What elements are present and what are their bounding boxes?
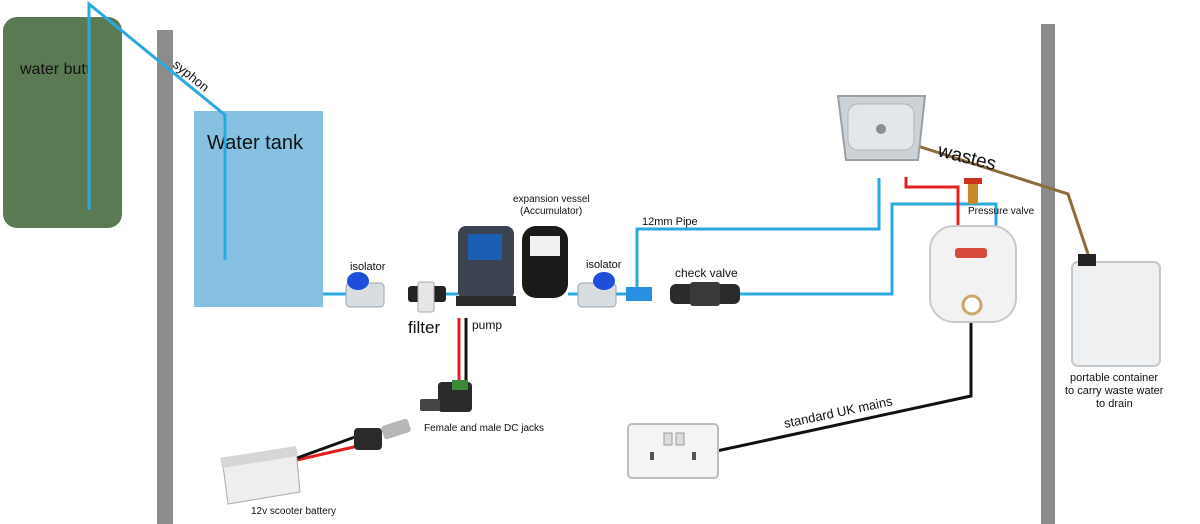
- water-butt-label: water butt: [19, 61, 91, 78]
- sink-drain: [876, 124, 886, 134]
- battery-label: 12v scooter battery: [251, 506, 336, 517]
- water-heater: [929, 225, 1017, 323]
- water-tank: [194, 111, 323, 307]
- pipe-12mm-label: 12mm Pipe: [642, 216, 698, 228]
- battery-wire-black: [285, 435, 356, 464]
- uk-wall-socket-icon: [627, 423, 719, 479]
- battery: [220, 446, 301, 505]
- right-wall: [1041, 24, 1055, 524]
- portable-container: [1071, 254, 1161, 367]
- water-heater-icon: [929, 225, 1017, 323]
- pump-label: pump: [472, 318, 502, 332]
- heater-dial: [961, 294, 983, 316]
- socket-switch-left: [663, 432, 673, 446]
- check-valve-body: [690, 282, 720, 306]
- expansion-vessel-label-line2: (Accumulator): [520, 206, 582, 217]
- filter-label: filter: [408, 318, 440, 337]
- inline-filter[interactable]: [408, 281, 446, 313]
- pressure-valve-cap: [964, 178, 982, 184]
- socket-switch-right: [675, 432, 685, 446]
- container-label-line1: portable container: [1070, 372, 1158, 384]
- pump-base: [456, 296, 516, 306]
- isolator-valve-right[interactable]: [577, 272, 617, 308]
- wastes-label: wastes: [935, 140, 998, 175]
- isolator-valve-left[interactable]: [345, 272, 385, 308]
- dc-jack-icon: [354, 428, 382, 450]
- container-label-line3: to drain: [1096, 398, 1133, 410]
- dc-jack-barrel: [420, 399, 440, 411]
- dc-jack-plug: [381, 418, 411, 440]
- expansion-vessel[interactable]: [522, 226, 568, 298]
- water-butt: [3, 17, 122, 228]
- expansion-vessel-label-line1: expansion vessel: [513, 194, 590, 205]
- battery-top: [220, 446, 298, 468]
- dc-jack-terminal: [452, 380, 468, 390]
- socket-pin-left: [650, 452, 654, 460]
- power-wires: [285, 318, 973, 464]
- dc-jack-male: [354, 418, 411, 450]
- valve-handle-icon: [593, 272, 615, 290]
- mains-cable: [711, 320, 973, 454]
- dc-jacks-label: Female and male DC jacks: [424, 423, 544, 434]
- syphon-pipe: [87, 0, 227, 260]
- check-valve-label: check valve: [675, 266, 738, 280]
- supply-pipe-to-heater: [740, 202, 998, 296]
- battery-wire-red: [296, 444, 359, 462]
- sink: [836, 95, 927, 161]
- plastic-jerrycan-icon: [1071, 261, 1161, 367]
- water-pipes: [87, 0, 998, 296]
- isolator-right-label: isolator: [586, 259, 622, 271]
- water-pump[interactable]: [456, 226, 516, 306]
- check-valve[interactable]: [670, 282, 740, 306]
- container-cap: [1078, 254, 1096, 266]
- heater-badge: [955, 248, 987, 258]
- pressure-valve-label: Pressure valve: [968, 206, 1035, 217]
- dc-jack-female: [420, 380, 472, 412]
- socket-pin-right: [692, 452, 696, 460]
- water-tank-label: Water tank: [207, 132, 304, 154]
- container-label-line2: to carry waste water: [1065, 385, 1164, 397]
- hot-water-pipe: [904, 177, 960, 228]
- accumulator-label-plate: [530, 236, 560, 256]
- pump-label-plate: [468, 234, 502, 260]
- left-wall: [157, 30, 173, 524]
- isolator-left-label: isolator: [350, 261, 386, 273]
- valve-handle-icon: [347, 272, 369, 290]
- supply-pipe-12mm: [635, 178, 881, 294]
- waste-pipe: [904, 140, 1090, 255]
- uk-wall-socket: [627, 423, 719, 479]
- pressure-relief-valve: [964, 178, 982, 204]
- pressure-relief-valve-icon: [968, 182, 978, 204]
- filter-housing-icon: [417, 281, 435, 313]
- pipe-connector-icon: [626, 287, 652, 301]
